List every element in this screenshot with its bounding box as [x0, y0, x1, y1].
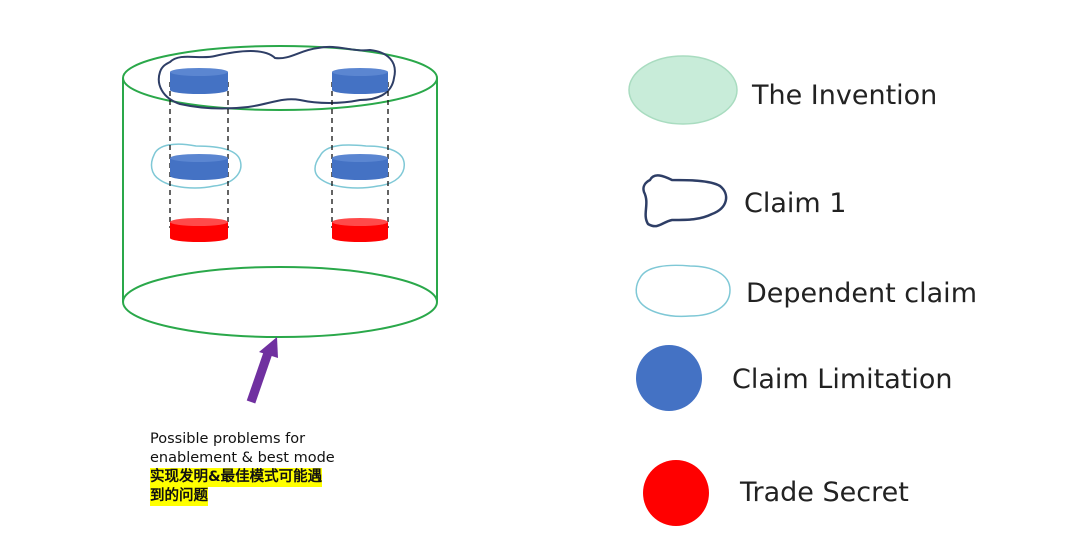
trade-secret-circle-icon — [643, 460, 709, 526]
cylinder-side-lines — [122, 78, 438, 302]
claim-limitation-disk — [332, 154, 388, 180]
caption-highlight-1: 实现发明&最佳模式可能遇 — [150, 468, 323, 487]
caption-line-2: enablement & best mode — [150, 450, 335, 466]
trade-secret-disk — [170, 218, 228, 242]
disk-stack-left — [170, 68, 228, 242]
cylinder-top-ellipse — [122, 45, 438, 111]
caption-line-1: Possible problems for — [150, 431, 306, 447]
claim-limitation-disk — [170, 154, 228, 180]
invention-ellipse-icon — [628, 55, 738, 125]
invention-cylinder — [122, 45, 438, 338]
dependent-claim-outline-left — [150, 143, 242, 189]
claim-limitation-circle-icon — [636, 345, 702, 411]
legend-label-claim-1: Claim 1 — [744, 188, 847, 219]
claim-1-outline-icon — [642, 174, 728, 228]
legend-label-invention: The Invention — [752, 80, 938, 111]
caption-highlight-2: 到的问题 — [150, 487, 208, 506]
dashed-guides — [169, 82, 389, 228]
cylinder-bottom-ellipse — [122, 266, 438, 338]
dependent-claim-outline-icon — [635, 264, 731, 318]
legend-label-dependent-claim: Dependent claim — [746, 278, 977, 309]
claim-limitation-disk — [332, 68, 388, 94]
dependent-claim-outline-right — [314, 144, 405, 189]
trade-secret-disk — [332, 218, 388, 242]
disk-stack-right — [332, 68, 388, 242]
problems-caption: Possible problems for enablement & best … — [150, 430, 335, 506]
arrow-icon — [246, 337, 278, 404]
legend-label-claim-limitation: Claim Limitation — [732, 364, 953, 395]
claim-limitation-disk — [170, 68, 228, 94]
claim-1-outline — [157, 45, 396, 110]
legend-label-trade-secret: Trade Secret — [740, 477, 909, 508]
